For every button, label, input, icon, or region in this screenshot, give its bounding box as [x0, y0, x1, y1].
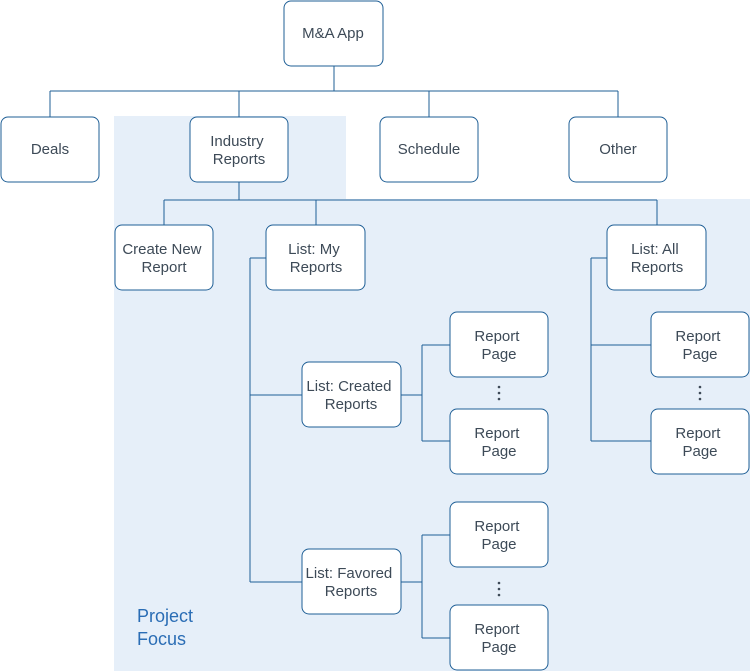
svg-text:List: My Reports: List: My Reports [288, 241, 344, 276]
svg-text:Report Page: Report Page [675, 425, 724, 460]
node-root: M&A App [283, 0, 384, 67]
svg-text:List: Created Reports: List: Created Reports [306, 378, 395, 413]
svg-text:Report Page: Report Page [474, 425, 523, 460]
node-other: Other [568, 116, 668, 183]
node-create-new-report: Create New Report [114, 224, 214, 291]
node-deals: Deals [0, 116, 100, 183]
node-list-my-reports: List: My Reports [265, 224, 366, 291]
svg-text:Schedule: Schedule [398, 141, 461, 158]
node-schedule: Schedule [379, 116, 479, 183]
ellipsis-all [698, 385, 702, 401]
node-report-page-created-2: Report Page [449, 408, 549, 475]
svg-text:Report Page: Report Page [474, 328, 523, 363]
svg-text:Create New Report: Create New Report [122, 241, 205, 276]
svg-text:List: Favored Reports: List: Favored Reports [306, 565, 397, 600]
svg-text:Report Page: Report Page [675, 328, 724, 363]
node-report-page-all-1: Report Page [650, 311, 750, 378]
node-report-page-created-1: Report Page [449, 311, 549, 378]
node-list-all-reports: List: All Reports [606, 224, 707, 291]
project-focus-label: Project Focus [137, 606, 198, 649]
node-report-page-favored-1: Report Page [449, 501, 549, 568]
node-industry-reports-label: Industry Reports [210, 133, 268, 168]
project-focus-region [114, 116, 750, 671]
ellipsis-created [497, 385, 501, 401]
node-list-created-reports: List: Created Reports [301, 361, 402, 428]
node-industry-reports: Industry Reports [189, 116, 289, 183]
connectors [49, 66, 658, 639]
node-list-favored-reports: List: Favored Reports [301, 548, 402, 615]
svg-text:M&A App: M&A App [302, 25, 364, 42]
node-report-page-favored-2: Report Page [449, 604, 549, 671]
svg-text:Report Page: Report Page [474, 518, 523, 553]
svg-text:Report Page: Report Page [474, 621, 523, 656]
svg-text:Other: Other [599, 141, 637, 158]
ellipsis-favored [497, 581, 501, 597]
svg-text:List: All Reports: List: All Reports [631, 241, 684, 276]
svg-text:Deals: Deals [31, 141, 69, 158]
node-report-page-all-2: Report Page [650, 408, 750, 475]
